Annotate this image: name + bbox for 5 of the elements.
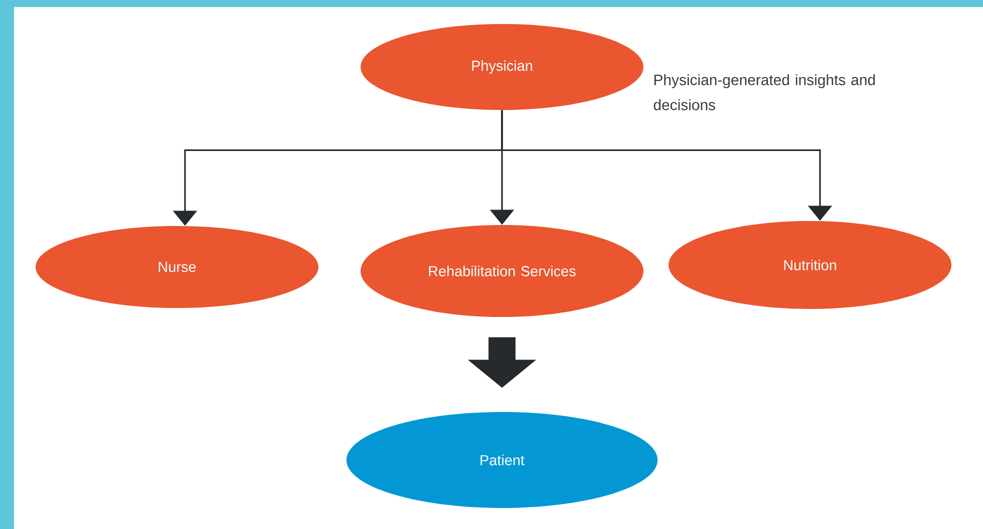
ellipse-node: Patient bbox=[346, 412, 658, 508]
ellipse-node: Nutrition bbox=[668, 221, 952, 309]
ellipse-node: Rehabilitation Services bbox=[360, 225, 644, 317]
ellipse-node: Physician bbox=[360, 24, 644, 110]
ellipse-node: Nurse bbox=[36, 226, 318, 308]
